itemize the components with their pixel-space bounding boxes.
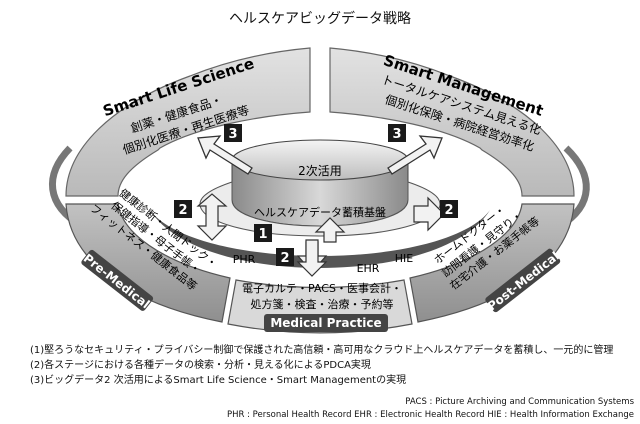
badge-1-bg	[254, 224, 272, 242]
badge-2-left-bg	[174, 200, 192, 218]
flow-label-ehr: EHR	[357, 262, 380, 275]
medical-practice-line-2: 処方箋・検査・治療・予約等	[251, 297, 394, 311]
arrow-center-down	[296, 239, 328, 277]
medical-practice-label-bg	[264, 314, 388, 332]
smart-life-block: Smart Life Science 創薬・健康食品・ 個別化医療・再生医療等	[101, 54, 257, 157]
badge-2-right-bg	[440, 200, 458, 218]
segment-post-medical	[409, 203, 575, 323]
arrow-to-smart-life	[197, 135, 253, 175]
note-2: (2)各ステージにおける各種データの検索・分析・見える化によるPDCA実現	[30, 360, 371, 371]
segment-smart-management	[329, 47, 575, 197]
badge-2-right: 2	[444, 203, 453, 218]
badge-3-right-bg	[388, 124, 406, 142]
flow-label-phr: PHR	[233, 253, 256, 266]
pre-medical-label-bg	[81, 249, 154, 311]
badge-2-center-bg	[276, 248, 294, 266]
badge-3-left: 3	[228, 127, 237, 142]
badge-2-left: 2	[178, 203, 187, 218]
badge-3-left-bg	[224, 124, 242, 142]
arrow-hie	[413, 196, 445, 232]
storage-base-label: ヘルスケアデータ蓄積基盤	[254, 205, 386, 219]
medical-practice-line-1: 電子カルテ・PACS・医事会計・	[242, 281, 402, 295]
storage-base	[199, 181, 441, 237]
note-3: (3)ビッグデータ2 次活用によるSmart Life Science・Smar…	[30, 375, 407, 386]
arrow-to-smart-management	[387, 135, 443, 175]
badge-2-center: 2	[280, 251, 289, 266]
flow-label-hie: HIE	[395, 252, 414, 265]
footnote-pacs: PACS : Picture Archiving and Communicati…	[405, 397, 634, 407]
post-medical-label-bg	[485, 248, 561, 313]
arrow-ehr-right	[314, 217, 346, 243]
arrow-phr	[196, 193, 228, 241]
footnote-records: PHR : Personal Health Record EHR : Elect…	[226, 410, 634, 420]
medical-practice-label: Medical Practice	[270, 316, 381, 330]
inner-band	[150, 210, 490, 268]
segment-pre-medical	[65, 203, 231, 323]
diagram-title: ヘルスケアビッグデータ戦略	[229, 11, 411, 27]
note-1: (1)堅ろうなセキュリティ・プライバシー制御で保護された高信頼・高可用なクラウド…	[30, 345, 614, 356]
badge-1: 1	[258, 227, 267, 242]
strategy-diagram: 2次活用 ヘルスケアデータ蓄積基盤 PHR EHR HIE Smart Life…	[48, 47, 590, 334]
cylinder-top-label: 2次活用	[298, 164, 342, 178]
segment-smart-life-science	[65, 47, 311, 197]
notes-list: (1)堅ろうなセキュリティ・プライバシー制御で保護された高信頼・高可用なクラウド…	[30, 343, 613, 388]
badge-3-right: 3	[392, 127, 401, 142]
